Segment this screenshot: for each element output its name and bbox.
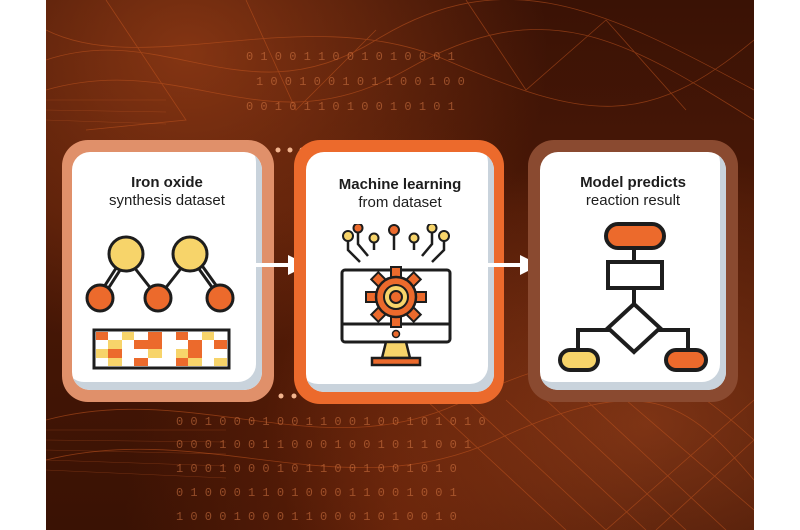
step-2-title-regular: from dataset [358,194,442,211]
background-network-texture: 0 1 0 0 1 1 0 0 1 0 1 0 0 0 1 1 0 0 1 0 … [46,0,754,530]
computer-gear-neural-icon [340,224,452,367]
svg-text:0 0 1 0 0 0 1 0 0 1 1 0 0 1 0: 0 0 1 0 0 0 1 0 0 1 1 0 0 1 0 0 1 0 1 0 … [176,415,486,429]
molecule-and-data-grid-icon [85,235,235,370]
step-2-title: Machine learning from dataset [306,176,494,212]
svg-text:0 1 0 0 1 1 0 0 1 0 1 0 0 0 1: 0 1 0 0 1 1 0 0 1 0 1 0 0 0 1 [246,50,455,64]
step-1-title: Iron oxide synthesis dataset [72,174,262,210]
step-2-card: Machine learning from dataset [306,152,494,392]
svg-text:1 0 0 0 1 0 0 0 1 1 0 0 0 1 0: 1 0 0 0 1 0 0 0 1 1 0 0 0 1 0 1 0 0 1 0 [176,510,457,524]
svg-text:1 0 0 1 0 0 1 0 1 1 0 0 1 0 0: 1 0 0 1 0 0 1 0 1 1 0 0 1 0 0 [256,75,465,89]
svg-text:1 0 0 1 0 0 0 1 0 1 1 0 0 1 0: 1 0 0 1 0 0 0 1 0 1 1 0 0 1 0 0 1 0 1 0 [176,462,457,476]
step-3-title: Model predicts reaction result [540,174,726,210]
svg-text:0 0 0 1 0 0 1 1 0 0 0 1 0 0 1: 0 0 0 1 0 0 1 1 0 0 0 1 0 0 1 0 1 1 0 0 … [176,438,471,452]
svg-text:0 0 1 0 1 1 0 1 0 0 1 0 1 0 1: 0 0 1 0 1 1 0 1 0 0 1 0 1 0 1 [246,100,455,114]
step-3-title-bold: Model predicts [580,174,686,191]
step-1-title-regular: synthesis dataset [109,192,225,209]
step-2-title-bold: Machine learning [338,176,462,193]
step-3-card: Model predicts reaction result [540,152,726,390]
step-1-card: Iron oxide synthesis dataset [72,152,262,390]
step-3-title-regular: reaction result [585,192,681,209]
diagram-canvas: 0 1 0 0 1 1 0 0 1 0 1 0 0 0 1 1 0 0 1 0 … [46,0,754,530]
svg-text:0 1 0 0 0 1 1 0 1 0 0 0 1 1 0: 0 1 0 0 0 1 1 0 1 0 0 0 1 1 0 0 1 0 0 1 [176,486,457,500]
step-1-title-bold: Iron oxide [131,174,203,191]
flowchart-icon [558,222,708,372]
